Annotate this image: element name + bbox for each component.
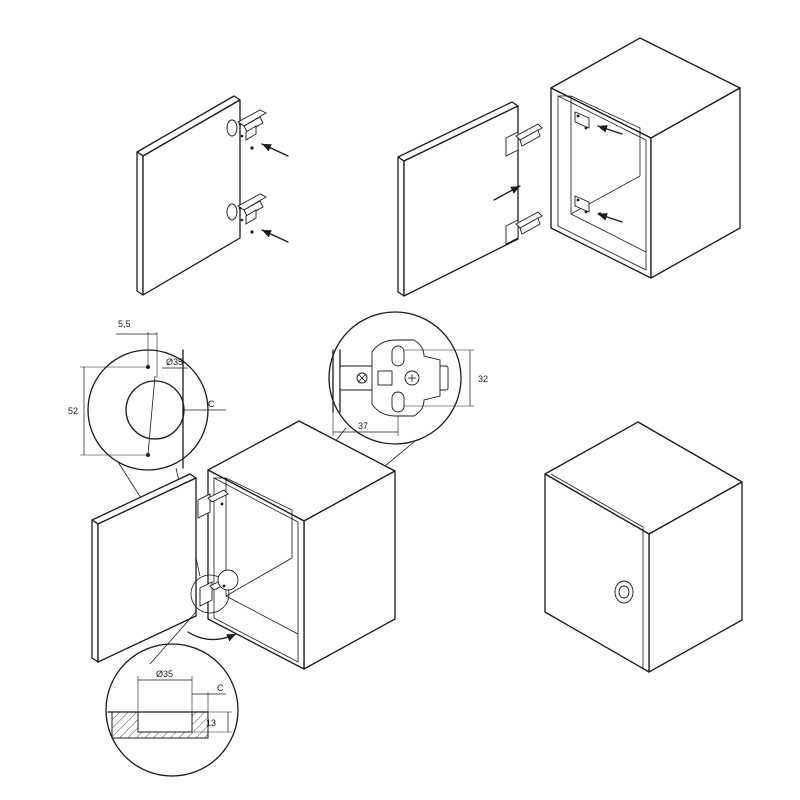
cabinet3-front-open [207,469,305,670]
arrow-plate-lower [597,213,623,223]
step-1-door-hinges [136,95,289,296]
arrow-door-to-cabinet [493,185,521,201]
cabinet3-hinge-upper [197,489,229,519]
step-2-mount-door [397,37,741,297]
dim-offset-label: 5,5 [118,319,131,329]
step-4-closed-cabinet [544,421,743,673]
door-knob-icon [614,580,634,604]
arrow-screw-upper [261,143,289,157]
dim-plate-width-label: 37 [358,421,368,431]
step-3-open-cabinet [91,420,396,670]
detail-circle-plate [328,311,462,445]
dim-depth-label: 13 [206,718,216,728]
detail-mounting-plate: 32 37 [231,311,488,587]
arrow-close-door [187,631,237,642]
dim-clearance-top-label: C [208,399,215,409]
dim-height-label: 52 [68,406,78,416]
door2-side [397,156,405,297]
detail-circle-bottom [105,643,239,777]
arrow-plate-upper [597,125,623,135]
door-face [142,99,241,296]
door3-side [91,519,99,663]
hinge-lower [226,193,267,234]
door3-face [97,477,197,663]
cabinet3-hinge-lower [190,569,239,614]
door-side-edge [136,151,144,296]
door2-hinge-upper [505,123,543,157]
arrow-screw-lower [261,229,289,243]
cabinet2-right [650,87,741,279]
cup-hole [125,380,185,440]
dim-clearance-bottom-label: C [217,683,224,693]
dim-plate-height-label: 32 [478,374,488,384]
door2-hinge-lower [505,211,543,245]
hinge-upper [226,109,267,150]
cabinet4-front [544,473,650,673]
dim-diameter-bottom-label: Ø35 [156,669,173,679]
dim-diameter-top-label: Ø35 [166,357,183,367]
door2-face [403,105,519,297]
detail-cup-section: Ø35 C 13 [105,643,239,777]
